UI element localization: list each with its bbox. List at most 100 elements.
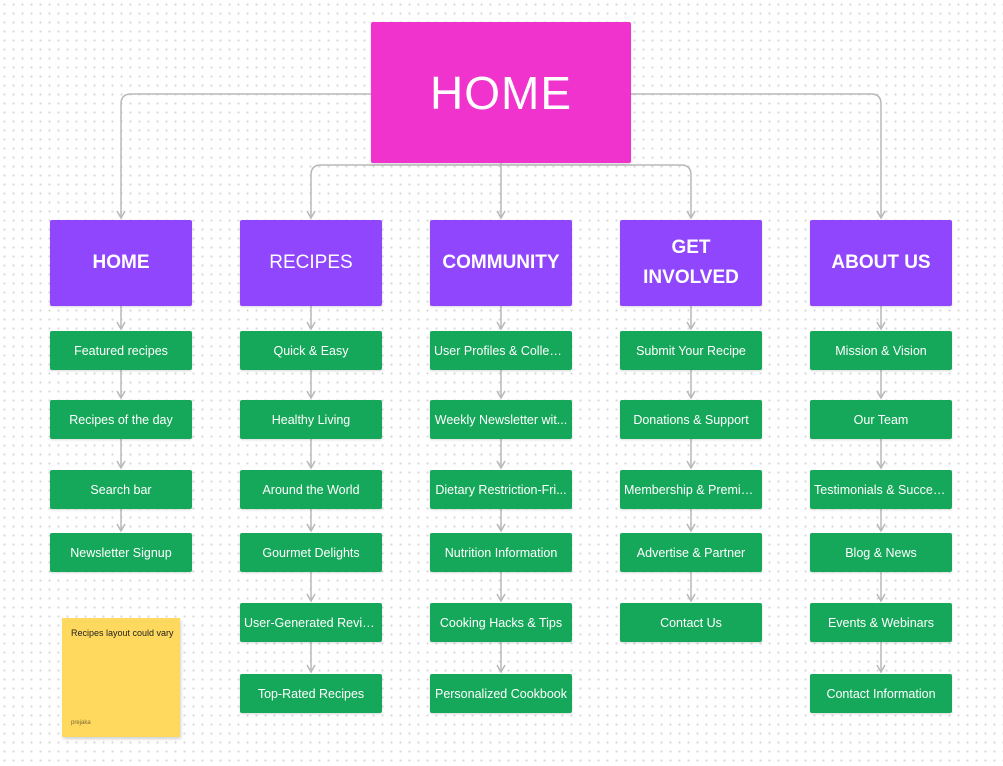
page-label: Advertise & Partner: [636, 545, 746, 560]
arrowhead: [496, 321, 506, 331]
page-healthy-living[interactable]: Healthy Living: [240, 400, 382, 439]
page-label: Quick & Easy: [273, 343, 349, 358]
page-label: Donations & Support: [633, 412, 749, 427]
page-label: Top-Rated Recipes: [257, 686, 365, 701]
page-user-profiles-collections[interactable]: User Profiles & Collecti...: [430, 331, 572, 370]
arrowhead: [116, 390, 126, 400]
page-label: Testimonials & Succes...: [814, 482, 950, 497]
sticky-note-author: prejaka: [71, 720, 91, 726]
section-home[interactable]: HOME: [50, 220, 192, 306]
arrowhead: [306, 390, 316, 400]
arrowhead: [876, 390, 886, 400]
page-label: Contact Us: [660, 615, 722, 630]
arrowhead: [116, 321, 126, 331]
page-featured-recipes[interactable]: Featured recipes: [50, 331, 192, 370]
arrowhead: [686, 210, 696, 220]
page-contact-information[interactable]: Contact Information: [810, 674, 952, 713]
page-search-bar[interactable]: Search bar: [50, 470, 192, 509]
page-label: User Profiles & Collecti...: [434, 343, 572, 358]
page-top-rated-recipes[interactable]: Top-Rated Recipes: [240, 674, 382, 713]
page-our-team[interactable]: Our Team: [810, 400, 952, 439]
page-label: User-Generated Revie...: [244, 615, 380, 630]
page-label: Dietary Restriction-Fri...: [435, 482, 567, 497]
arrowhead: [686, 460, 696, 470]
arrowhead: [876, 664, 886, 674]
arrowhead: [306, 593, 316, 603]
section-recipes-label: RECIPES: [269, 252, 353, 273]
arrowhead: [876, 593, 886, 603]
page-label: Cooking Hacks & Tips: [439, 615, 563, 630]
page-label: Search bar: [90, 482, 152, 497]
arrowhead: [306, 460, 316, 470]
page-nutrition-information[interactable]: Nutrition Information: [430, 533, 572, 572]
connector-line: [120, 93, 371, 218]
section-home-label: HOME: [92, 252, 150, 273]
arrowhead: [496, 460, 506, 470]
page-personalized-cookbook[interactable]: Personalized Cookbook: [430, 674, 572, 713]
page-donations-support[interactable]: Donations & Support: [620, 400, 762, 439]
page-label: Nutrition Information: [444, 545, 558, 560]
page-dietary-restriction-friendly[interactable]: Dietary Restriction-Fri...: [430, 470, 572, 509]
page-label: Healthy Living: [271, 412, 351, 427]
section-get-involved-label: GET INVOLVED: [643, 237, 739, 288]
page-label: Membership & Premiu...: [624, 482, 759, 497]
page-around-the-world[interactable]: Around the World: [240, 470, 382, 509]
page-label: Personalized Cookbook: [434, 686, 568, 701]
page-blog-news[interactable]: Blog & News: [810, 533, 952, 572]
page-testimonials-success[interactable]: Testimonials & Succes...: [810, 470, 952, 509]
page-gourmet-delights[interactable]: Gourmet Delights: [240, 533, 382, 572]
page-label: Our Team: [853, 412, 909, 427]
page-label: Recipes of the day: [69, 412, 173, 427]
page-label: Mission & Vision: [835, 343, 927, 358]
section-get-involved[interactable]: GET INVOLVED: [620, 220, 762, 306]
arrowhead: [876, 321, 886, 331]
page-membership-premium[interactable]: Membership & Premiu...: [620, 470, 762, 509]
sticky-note-text: Recipes layout could vary: [71, 628, 174, 638]
page-weekly-newsletter[interactable]: Weekly Newsletter wit...: [430, 400, 572, 439]
arrowhead: [116, 460, 126, 470]
arrowhead: [496, 523, 506, 533]
section-about-us-label: ABOUT US: [831, 252, 931, 273]
page-events-webinars[interactable]: Events & Webinars: [810, 603, 952, 642]
root-node-home[interactable]: HOME: [371, 22, 631, 163]
page-quick-easy[interactable]: Quick & Easy: [240, 331, 382, 370]
arrowhead: [686, 593, 696, 603]
sticky-note[interactable]: Recipes layout could vary prejaka: [62, 618, 180, 737]
arrowhead: [876, 523, 886, 533]
section-community[interactable]: COMMUNITY: [430, 220, 572, 306]
page-label: Around the World: [262, 482, 360, 497]
page-submit-your-recipe[interactable]: Submit Your Recipe: [620, 331, 762, 370]
page-label: Blog & News: [845, 545, 917, 560]
section-about-us[interactable]: ABOUT US: [810, 220, 952, 306]
arrowhead: [876, 210, 886, 220]
arrowhead: [306, 664, 316, 674]
page-label: Submit Your Recipe: [636, 343, 746, 358]
page-contact-us[interactable]: Contact Us: [620, 603, 762, 642]
arrowhead: [686, 523, 696, 533]
arrowhead: [876, 460, 886, 470]
section-community-label: COMMUNITY: [442, 252, 560, 273]
arrowhead: [306, 321, 316, 331]
connector-line: [631, 93, 882, 218]
page-label: Events & Webinars: [827, 615, 935, 630]
root-node-label: HOME: [430, 66, 572, 119]
arrowhead: [306, 210, 316, 220]
page-recipes-of-the-day[interactable]: Recipes of the day: [50, 400, 192, 439]
page-user-generated-reviews[interactable]: User-Generated Revie...: [240, 603, 382, 642]
page-label: Gourmet Delights: [262, 545, 360, 560]
arrowhead: [686, 321, 696, 331]
page-newsletter-signup[interactable]: Newsletter Signup: [50, 533, 192, 572]
page-label: Newsletter Signup: [70, 545, 172, 560]
page-cooking-hacks-tips[interactable]: Cooking Hacks & Tips: [430, 603, 572, 642]
section-recipes[interactable]: RECIPES: [240, 220, 382, 306]
page-mission-vision[interactable]: Mission & Vision: [810, 331, 952, 370]
arrowhead: [496, 664, 506, 674]
page-label: Weekly Newsletter wit...: [434, 412, 568, 427]
arrowhead: [686, 390, 696, 400]
connector-line: [310, 164, 692, 218]
arrowhead: [116, 523, 126, 533]
page-advertise-partner[interactable]: Advertise & Partner: [620, 533, 762, 572]
arrowhead: [116, 210, 126, 220]
arrowhead: [306, 523, 316, 533]
